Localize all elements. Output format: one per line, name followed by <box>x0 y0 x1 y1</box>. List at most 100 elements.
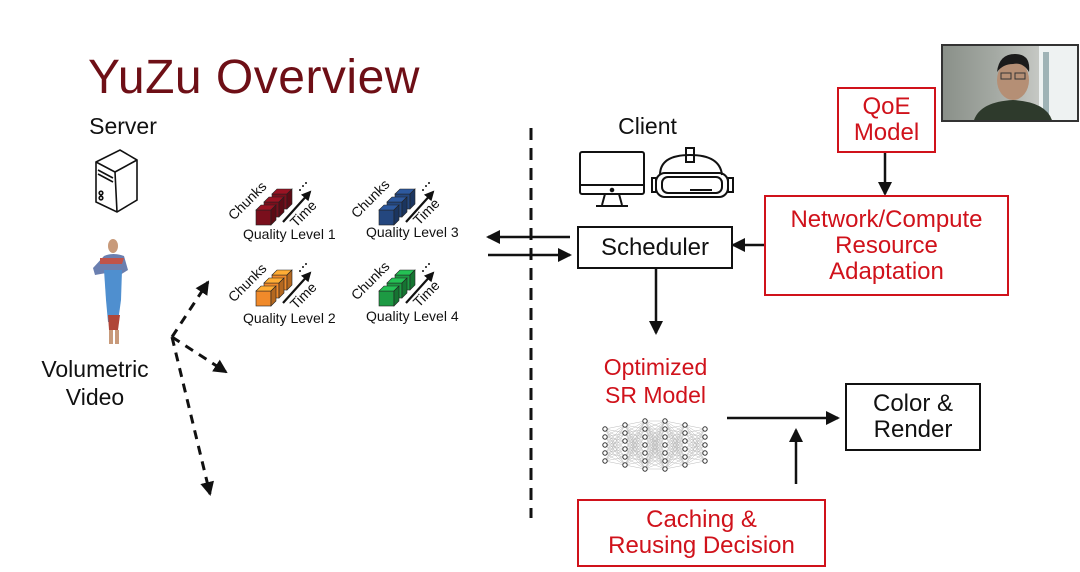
nn-node <box>642 450 648 456</box>
nn-node <box>602 458 608 464</box>
quality-level-1-label: Quality Level 1 <box>243 226 336 242</box>
nn-node <box>662 434 668 440</box>
nn-node <box>602 426 608 432</box>
nn-edge <box>684 428 706 458</box>
nn-edge <box>644 420 666 446</box>
chunk-cube <box>378 285 400 307</box>
volumetric-video-figure <box>93 239 128 344</box>
nn-node <box>662 442 668 448</box>
cache-line1: Caching & <box>646 506 757 533</box>
presenter-figure <box>974 46 1077 120</box>
nn-node <box>622 438 628 444</box>
nn-node <box>702 458 708 464</box>
nn-edge <box>604 448 626 462</box>
video-label-line2: Video <box>65 384 125 410</box>
nn-edge <box>604 424 626 430</box>
nn-edge <box>664 440 686 470</box>
nn-node <box>642 442 648 448</box>
nn-edge <box>624 460 646 466</box>
cache-line2: Reusing Decision <box>608 532 795 559</box>
sr-line1: Optimized <box>603 354 708 380</box>
qoe-model-box: QoE Model <box>837 87 936 153</box>
nn-edge <box>604 424 626 446</box>
nn-edge <box>664 464 686 470</box>
nn-node <box>622 446 628 452</box>
nn-edge <box>604 424 626 454</box>
nn-node <box>642 426 648 432</box>
nn-node <box>622 462 628 468</box>
nn-edge <box>624 452 646 466</box>
nn-node <box>642 466 648 472</box>
nn-edge <box>604 424 626 438</box>
nn-edge <box>644 444 666 470</box>
client-label: Client <box>618 113 677 139</box>
nn-node <box>682 422 688 428</box>
nn-edge <box>664 448 686 470</box>
nn-edge <box>664 432 686 470</box>
nn-edge <box>684 436 706 466</box>
nn-edge <box>644 420 666 470</box>
sr-line2: SR Model <box>605 382 706 408</box>
nn-edge <box>604 424 626 462</box>
nn-node <box>682 454 688 460</box>
nn-edge <box>684 444 706 466</box>
nn-edge <box>684 428 706 442</box>
scheduler-label: Scheduler <box>600 233 710 261</box>
nn-edge <box>644 452 666 470</box>
adapt-line3: Adaptation <box>829 257 944 285</box>
nn-edge <box>644 420 666 438</box>
quality-level-1-cubes <box>255 188 293 226</box>
nn-edge <box>644 428 666 470</box>
nn-edge <box>684 424 706 430</box>
presenter-webcam <box>941 44 1079 122</box>
nn-edge <box>624 420 646 426</box>
adapt-line1: Network/Compute <box>790 205 983 233</box>
nn-edge <box>684 452 706 466</box>
nn-edge <box>624 420 646 458</box>
nn-edge <box>664 424 686 446</box>
nn-edge <box>664 424 686 438</box>
nn-edge <box>624 464 646 470</box>
nn-node <box>642 434 648 440</box>
render-line1: Color & <box>872 390 954 417</box>
server-icon <box>95 149 138 213</box>
nn-edge <box>644 420 666 430</box>
nn-node <box>602 442 608 448</box>
ellipsis-dots <box>299 182 430 272</box>
nn-node <box>702 434 708 440</box>
resource-adaptation-box: Network/Compute Resource Adaptation <box>764 195 1009 296</box>
nn-edge <box>624 436 646 466</box>
nn-edge <box>604 460 626 466</box>
quality-level-4-cubes <box>378 269 416 307</box>
qoe-line1: QoE <box>862 93 911 120</box>
nn-edge <box>624 420 646 442</box>
nn-node <box>682 446 688 452</box>
nn-edge <box>664 424 686 454</box>
nn-node <box>682 430 688 436</box>
quality-level-2-label: Quality Level 2 <box>243 310 336 326</box>
nn-edge <box>644 420 666 462</box>
nn-edge <box>624 428 646 466</box>
nn-edge <box>664 456 686 470</box>
nn-edge <box>644 436 666 470</box>
chunk-cube <box>255 204 277 226</box>
scheduler-box: Scheduler <box>577 226 733 269</box>
nn-edge <box>604 432 626 462</box>
nn-node <box>662 426 668 432</box>
chunk-cube <box>255 285 277 307</box>
slide-title: YuZu Overview <box>88 51 420 104</box>
nn-edge <box>684 428 706 434</box>
quality-level-2-cubes <box>255 269 293 307</box>
nn-edge <box>684 428 706 450</box>
nn-node <box>682 462 688 468</box>
dashed-arrows <box>170 280 228 496</box>
color-render-box: Color & Render <box>845 383 981 451</box>
nn-edge <box>644 460 666 470</box>
monitor-icon <box>579 151 645 207</box>
nn-node <box>602 450 608 456</box>
nn-node <box>702 426 708 432</box>
chunk-cubes <box>255 188 416 307</box>
render-line2: Render <box>873 416 953 443</box>
nn-node <box>662 458 668 464</box>
